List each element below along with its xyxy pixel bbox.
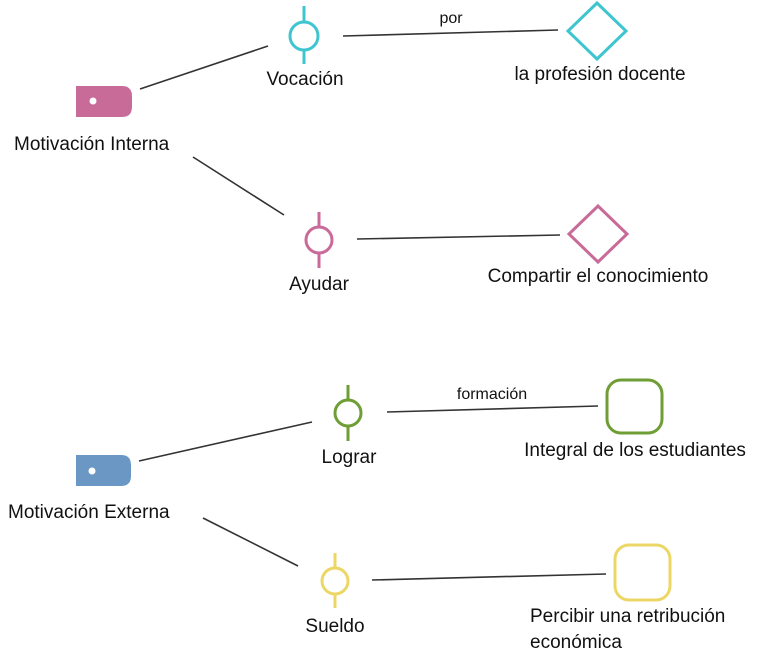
tag-hole-external [88, 467, 96, 475]
edge-lograr-to-integral [386, 405, 599, 413]
edge-ayudar-to-compartir [356, 234, 561, 240]
edge-vocacion-to-profesion [342, 29, 559, 37]
tag-icon-external [76, 455, 131, 486]
verb-label-ayudar: Ayudar [289, 274, 350, 295]
target-label-percibir-line2: económica [530, 632, 622, 653]
edge-root-interna-to-ayudar [192, 156, 285, 216]
verb-label-lograr: Lograr [322, 447, 378, 468]
pin-icon-ayudar [304, 212, 334, 268]
edge-label-formacion: formación [457, 386, 527, 403]
pin-icon-lograr [333, 385, 363, 441]
target-label-percibir-line1: Percibir una retribución [530, 606, 725, 627]
root-label-internal: Motivación Interna [14, 134, 170, 155]
edge-root-externa-to-sueldo [202, 517, 299, 567]
diamond-icon-compartir [566, 203, 630, 265]
verb-label-vocacion: Vocación [266, 69, 343, 90]
edge-root-externa-to-lograr [138, 421, 313, 462]
rounded-square-icon-integral [605, 378, 664, 435]
pin-icon-sueldo [320, 553, 350, 608]
target-label-compartir: Compartir el conocimiento [488, 266, 709, 287]
edge-sueldo-to-percibir [371, 573, 607, 581]
target-label-profesion: la profesión docente [514, 64, 685, 85]
edge-label-por: por [439, 10, 463, 27]
root-label-external: Motivación Externa [8, 502, 170, 523]
tag-icon-internal [76, 86, 132, 117]
rounded-square-icon-percibir [613, 543, 672, 602]
verb-label-sueldo: Sueldo [305, 616, 364, 637]
pin-icon-vocacion [288, 6, 320, 64]
diamond-icon-profesion [565, 0, 629, 62]
edge-root-interna-to-vocacion [139, 45, 269, 90]
tag-hole-internal [89, 97, 97, 105]
target-label-integral: Integral de los estudiantes [524, 440, 746, 461]
